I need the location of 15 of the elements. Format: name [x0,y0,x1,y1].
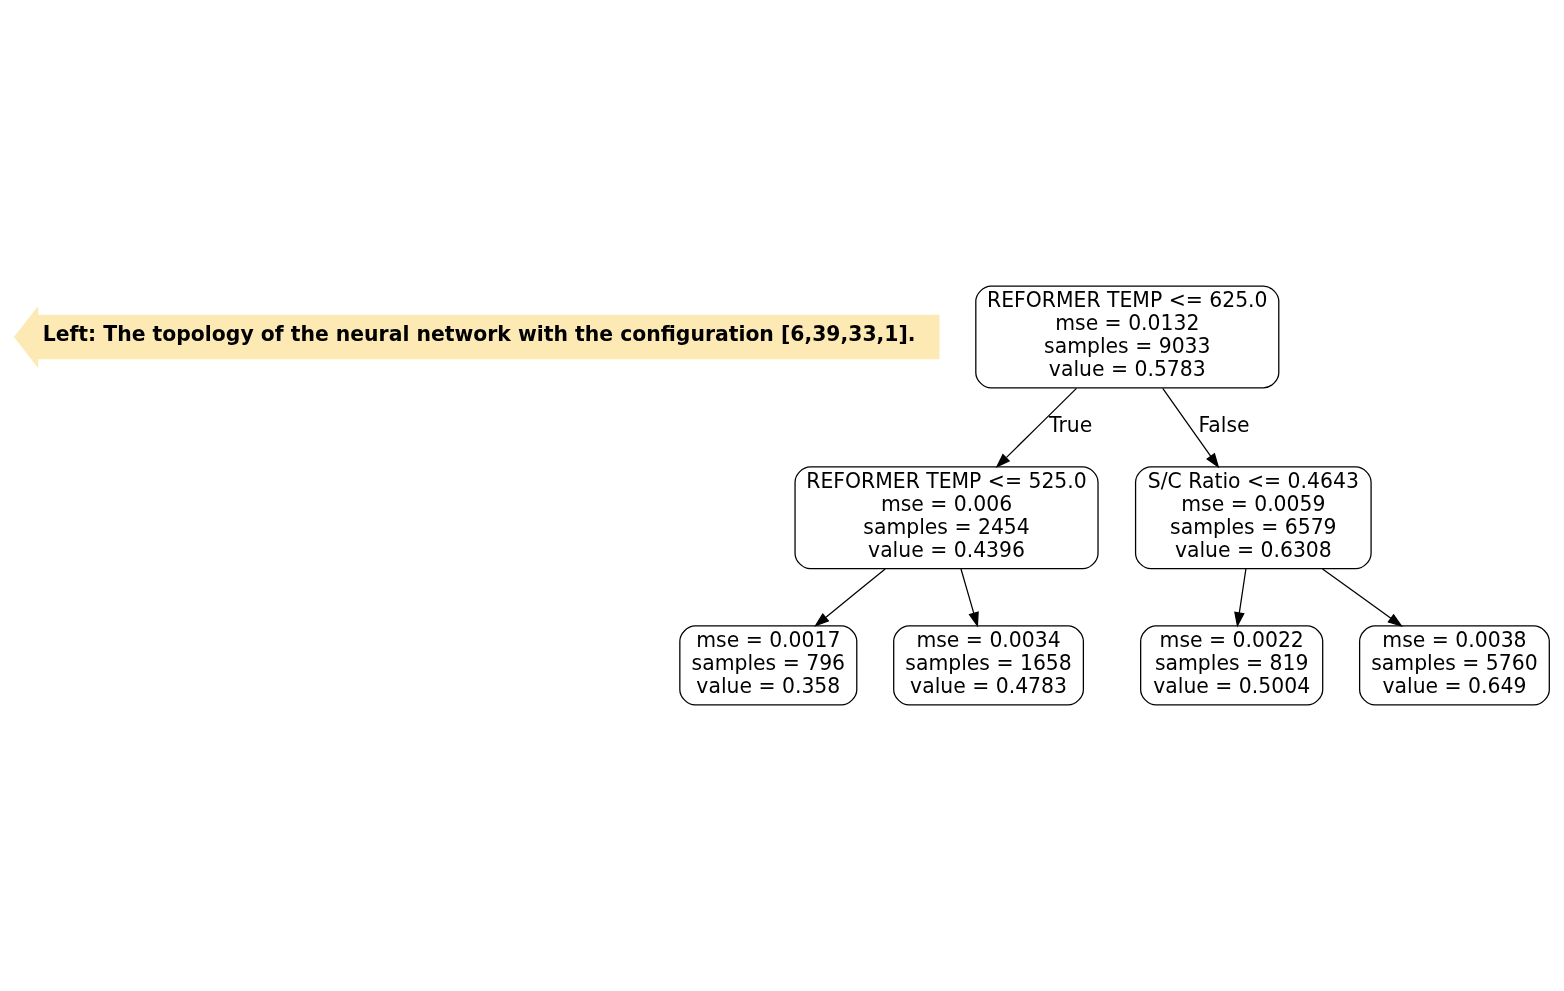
node-box: mse = 0.0034 samples = 1658 value = 0.4783 [893,625,1084,706]
edge-label: True [1049,413,1093,438]
arrow [960,568,979,628]
node-box: REFORMER TEMP <= 525.0 mse = 0.006 samples = 2454 value = 0.4396 [794,466,1099,570]
node-box: mse = 0.0017 samples = 796 value = 0.358 [679,625,858,706]
arrow [1162,387,1220,469]
node-box: mse = 0.0022 samples = 819 value = 0.5004 [1140,625,1324,706]
node-box: REFORMER TEMP <= 625.0 mse = 0.0132 samples = 9033 value = 0.5783 [975,285,1280,389]
arrow [814,568,886,627]
node-box: mse = 0.0038 samples = 5760 value = 0.649 [1359,625,1550,706]
arrow [995,387,1078,469]
node-box: S/C Ratio <= 0.4643 mse = 0.0059 samples = 6579 value = 0.6308 [1134,466,1372,570]
arrow [1234,568,1247,628]
arrow [1321,568,1403,627]
edge-label: False [1198,413,1250,438]
